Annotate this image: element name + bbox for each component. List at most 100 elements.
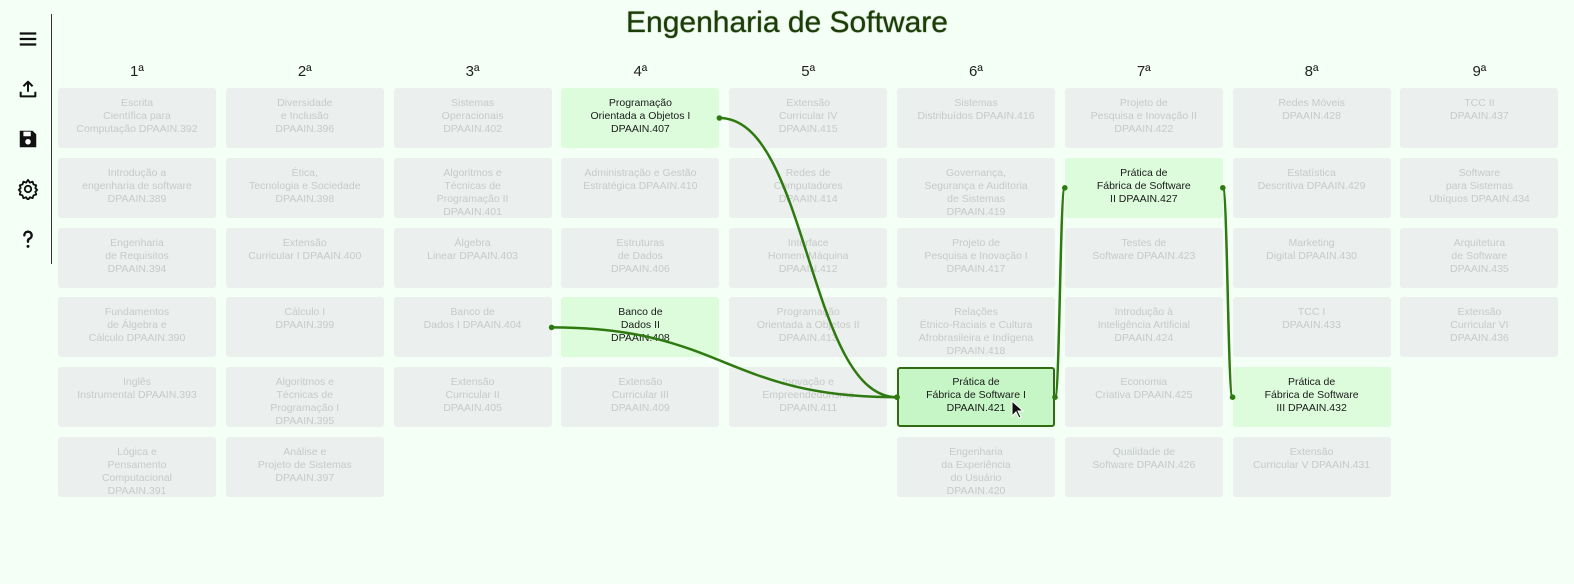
course-label: Prática de Fábrica de Software II DPAAIN… xyxy=(1096,166,1191,205)
course-card[interactable]: Extensão Curricular II DPAAIN.405 xyxy=(393,367,552,428)
sidebar xyxy=(0,14,52,264)
course-card[interactable]: Diversidade e Inclusão DPAAIN.396 xyxy=(225,88,384,148)
menu-icon[interactable] xyxy=(13,24,43,54)
course-label: Sistemas Distribuídos DPAAIN.416 xyxy=(917,97,1035,122)
course-label: Prática de Fábrica de Software III DPAAI… xyxy=(1264,376,1359,415)
course-label: Software para Sistemas Ubíquos DPAAIN.43… xyxy=(1429,166,1530,205)
course-label: Engenharia de Requisitos DPAAIN.394 xyxy=(105,236,169,275)
help-icon[interactable] xyxy=(13,224,43,254)
course-label: TCC II DPAAIN.437 xyxy=(1450,97,1509,122)
course-label: Redes Móveis DPAAIN.428 xyxy=(1278,97,1345,122)
course-card[interactable]: Programação Orientada a Objetos I DPAAIN… xyxy=(561,88,720,148)
course-label: Extensão Curricular IV DPAAIN.415 xyxy=(778,97,838,135)
course-label: Algoritmos e Técnicas de Programação I D… xyxy=(270,376,340,428)
course-card[interactable]: Banco de Dados I DPAAIN.404 xyxy=(393,297,552,358)
course-label: Lógica e Pensamento Computacional DPAAIN… xyxy=(101,446,173,497)
course-label: Álgebra Linear DPAAIN.403 xyxy=(427,236,519,262)
course-card[interactable]: Prática de Fábrica de Software III DPAAI… xyxy=(1232,367,1391,428)
course-label: Administração e Gestão Estratégica DPAAI… xyxy=(583,166,698,192)
course-card[interactable]: Software para Sistemas Ubíquos DPAAIN.43… xyxy=(1400,157,1559,218)
course-label: Interface Homem-Máquina DPAAIN.412 xyxy=(767,236,849,275)
course-card[interactable]: TCC II DPAAIN.437 xyxy=(1400,88,1559,148)
course-card[interactable]: Projeto de Pesquisa e Inovação II DPAAIN… xyxy=(1064,88,1223,148)
page-title: Engenharia de Software xyxy=(626,6,948,39)
course-label: Estatística Descritiva DPAAIN.429 xyxy=(1257,166,1366,192)
course-label: Cálculo I DPAAIN.399 xyxy=(275,306,335,332)
upload-icon[interactable] xyxy=(13,74,43,104)
course-card[interactable]: Extensão Curricular IV DPAAIN.415 xyxy=(729,88,888,148)
course-card[interactable]: Cálculo I DPAAIN.399 xyxy=(225,297,384,358)
semester-header: 8ª xyxy=(1304,63,1319,80)
course-card[interactable]: Interface Homem-Máquina DPAAIN.412 xyxy=(729,227,888,288)
semester-header: 9ª xyxy=(1472,63,1487,80)
course-card[interactable]: Engenharia da Experiência do Usuário DPA… xyxy=(897,437,1055,497)
course-card[interactable]: Administração e Gestão Estratégica DPAAI… xyxy=(561,157,720,218)
course-card[interactable]: Extensão Curricular VI DPAAIN.436 xyxy=(1400,297,1559,358)
course-label: TCC I DPAAIN.433 xyxy=(1282,306,1341,332)
course-card[interactable]: Qualidade de Software DPAAIN.426 xyxy=(1064,437,1223,497)
course-card[interactable]: Sistemas Operacionais DPAAIN.402 xyxy=(393,88,552,148)
semester-header: 2ª xyxy=(297,63,312,80)
course-card[interactable]: Economia Criativa DPAAIN.425 xyxy=(1064,367,1223,428)
semester-header: 1ª xyxy=(130,63,144,80)
course-label: Fundamentos de Álgebra e Cálculo DPAAIN.… xyxy=(88,306,186,345)
course-card[interactable]: Introdução a engenharia de software DPAA… xyxy=(58,157,216,218)
course-card[interactable]: Redes de Computadores DPAAIN.414 xyxy=(729,157,888,218)
course-card[interactable]: Análise e Projeto de Sistemas DPAAIN.397 xyxy=(225,437,384,497)
course-label: Sistemas Operacionais DPAAIN.402 xyxy=(441,97,504,135)
course-card[interactable]: Prática de Fábrica de Software II DPAAIN… xyxy=(1064,157,1223,218)
course-label: Testes de Software DPAAIN.423 xyxy=(1092,236,1196,262)
course-label: Programação Orientada a Objetos II DPAAI… xyxy=(756,306,860,345)
course-card[interactable]: Fundamentos de Álgebra e Cálculo DPAAIN.… xyxy=(58,297,216,358)
course-card[interactable]: Introdução à Inteligência Artificial DPA… xyxy=(1064,297,1223,358)
course-card[interactable]: Programação Orientada a Objetos II DPAAI… xyxy=(729,297,888,358)
course-card[interactable]: TCC I DPAAIN.433 xyxy=(1232,297,1391,358)
course-card[interactable]: Estatística Descritiva DPAAIN.429 xyxy=(1232,157,1391,218)
save-icon[interactable] xyxy=(13,124,43,154)
course-label: Extensão Curricular III DPAAIN.409 xyxy=(611,376,670,415)
course-card[interactable]: Lógica e Pensamento Computacional DPAAIN… xyxy=(58,437,216,497)
course-label: Escrita Científica para Computação DPAAI… xyxy=(76,97,198,135)
course-label: Banco de Dados II DPAAIN.408 xyxy=(611,306,670,345)
course-label: Projeto de Pesquisa e Inovação II DPAAIN… xyxy=(1090,97,1197,135)
course-card[interactable]: Algoritmos e Técnicas de Programação II … xyxy=(393,157,552,218)
course-card[interactable]: Inglês Instrumental DPAAIN.393 xyxy=(58,367,216,428)
course-label: Inglês Instrumental DPAAIN.393 xyxy=(77,376,197,402)
course-card[interactable]: Escrita Científica para Computação DPAAI… xyxy=(58,88,216,148)
course-label: Economia Criativa DPAAIN.425 xyxy=(1095,376,1193,402)
course-card[interactable]: Extensão Curricular V DPAAIN.431 xyxy=(1232,437,1391,497)
course-card[interactable]: Algoritmos e Técnicas de Programação I D… xyxy=(225,367,384,428)
course-card[interactable]: Arquitetura de Software DPAAIN.435 xyxy=(1400,227,1559,288)
course-card[interactable]: Marketing Digital DPAAIN.430 xyxy=(1232,227,1391,288)
course-card[interactable]: Inovação e Empreendedorismo DPAAIN.411 xyxy=(729,367,888,428)
course-card[interactable]: Governança, Segurança e Auditoria de Sis… xyxy=(897,157,1055,218)
course-card[interactable]: Sistemas Distribuídos DPAAIN.416 xyxy=(897,88,1055,148)
course-label: Introdução a engenharia de software DPAA… xyxy=(82,166,192,205)
course-label: Marketing Digital DPAAIN.430 xyxy=(1266,236,1358,262)
course-label: Estruturas de Dados DPAAIN.406 xyxy=(611,236,670,275)
course-card[interactable]: Relações Étnico-Raciais e Cultura Afrobr… xyxy=(897,297,1055,358)
semester-header: 3ª xyxy=(465,63,480,80)
course-card[interactable]: Testes de Software DPAAIN.423 xyxy=(1064,227,1223,288)
semester-header: 4ª xyxy=(633,63,648,80)
course-card[interactable]: Redes Móveis DPAAIN.428 xyxy=(1232,88,1391,148)
course-label: Extensão Curricular VI DPAAIN.436 xyxy=(1450,306,1509,345)
semester-header: 7ª xyxy=(1136,63,1151,80)
course-card[interactable]: Extensão Curricular I DPAAIN.400 xyxy=(225,227,384,288)
mouse-cursor-icon xyxy=(1011,400,1025,419)
course-label: Análise e Projeto de Sistemas DPAAIN.397 xyxy=(257,446,352,484)
course-label: Ética, Tecnologia e Sociedade DPAAIN.398 xyxy=(249,166,361,205)
course-card[interactable]: Extensão Curricular III DPAAIN.409 xyxy=(561,367,720,428)
course-card[interactable]: Ética, Tecnologia e Sociedade DPAAIN.398 xyxy=(225,157,384,218)
course-card[interactable]: Álgebra Linear DPAAIN.403 xyxy=(393,227,552,288)
course-card[interactable]: Estruturas de Dados DPAAIN.406 xyxy=(561,227,720,288)
course-label: Arquitetura de Software DPAAIN.435 xyxy=(1450,236,1509,275)
gear-icon[interactable] xyxy=(13,174,43,204)
course-card[interactable]: Engenharia de Requisitos DPAAIN.394 xyxy=(58,227,216,288)
course-card[interactable]: Projeto de Pesquisa e Inovação I DPAAIN.… xyxy=(897,227,1055,288)
course-label: Redes de Computadores DPAAIN.414 xyxy=(773,166,843,205)
course-card[interactable]: Banco de Dados II DPAAIN.408 xyxy=(561,297,720,358)
course-card[interactable]: Prática de Fábrica de Software I DPAAIN.… xyxy=(897,367,1055,428)
course-label: Extensão Curricular V DPAAIN.431 xyxy=(1253,446,1371,471)
course-label: Introdução à Inteligência Artificial DPA… xyxy=(1097,306,1190,345)
